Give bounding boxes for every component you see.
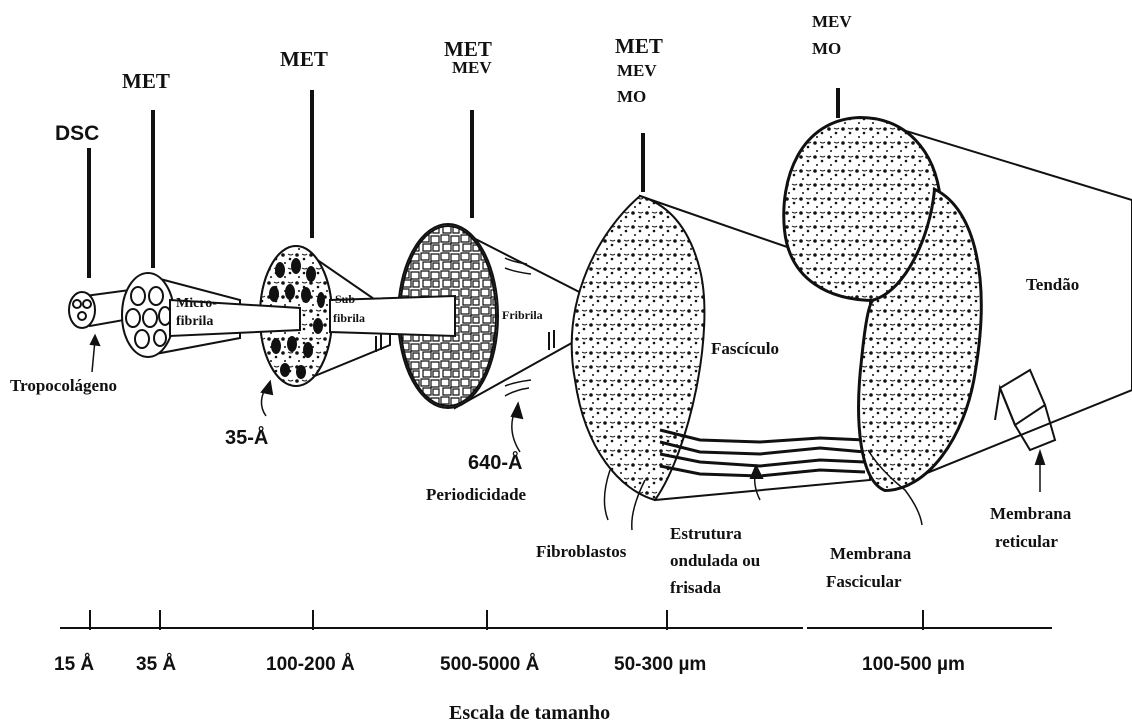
technique-label-mev-4: MEV <box>617 62 657 80</box>
technique-label-mo-4: MO <box>617 88 646 106</box>
label-fibroblastos: Fibroblastos <box>536 543 626 561</box>
technique-label-dsc: DSC <box>55 123 99 145</box>
scale-tick-label: 35 Å <box>136 655 176 675</box>
label-microfibrila-2: fibrila <box>176 315 213 330</box>
size-scale-axis <box>60 610 1052 638</box>
technique-label-mev-3: MEV <box>452 59 492 77</box>
label-fribrila: Fribrila <box>502 309 543 322</box>
technique-label-met-4: MET <box>615 35 663 57</box>
label-microfibrila-1: Micro- <box>176 297 217 312</box>
label-fasciculo: Fascículo <box>711 340 779 358</box>
label-subfibrila-1: Sub <box>335 293 355 306</box>
label-estrutura-2: ondulada ou <box>670 552 760 570</box>
scale-title: Escala de tamanho <box>449 703 610 724</box>
label-subfibrila-2: fibrila <box>333 312 365 325</box>
technique-label-met-2: MET <box>280 48 328 70</box>
label-membrana-fascicular-2: Fascicular <box>826 573 902 591</box>
technique-label-mo-5: MO <box>812 40 841 58</box>
label-periodicidade: Periodicidade <box>426 486 526 504</box>
scale-tick-label: 500-5000 Å <box>440 655 539 675</box>
label-tropocolageno: Tropocolágeno <box>10 377 117 395</box>
label-640a: 640-Å <box>468 453 522 474</box>
scale-tick-label: 100-200 Å <box>266 655 355 675</box>
label-35a: 35-Å <box>225 428 268 449</box>
scale-tick-label: 15 Å <box>54 655 94 675</box>
label-membrana-fascicular-1: Membrana <box>830 545 911 563</box>
technique-label-mev-5: MEV <box>812 13 852 31</box>
label-membrana-reticular-2: reticular <box>995 533 1058 551</box>
fibril-drawing <box>398 224 595 452</box>
label-tendao: Tendão <box>1026 276 1079 294</box>
label-estrutura-1: Estrutura <box>670 525 742 543</box>
technique-label-met-3: MET <box>444 38 492 60</box>
label-membrana-reticular-1: Membrana <box>990 505 1071 523</box>
scale-tick-label: 50-300 µm <box>614 655 706 675</box>
technique-label-met-1: MET <box>122 70 170 92</box>
label-estrutura-3: frisada <box>670 579 721 597</box>
scale-tick-label: 100-500 µm <box>862 655 965 675</box>
